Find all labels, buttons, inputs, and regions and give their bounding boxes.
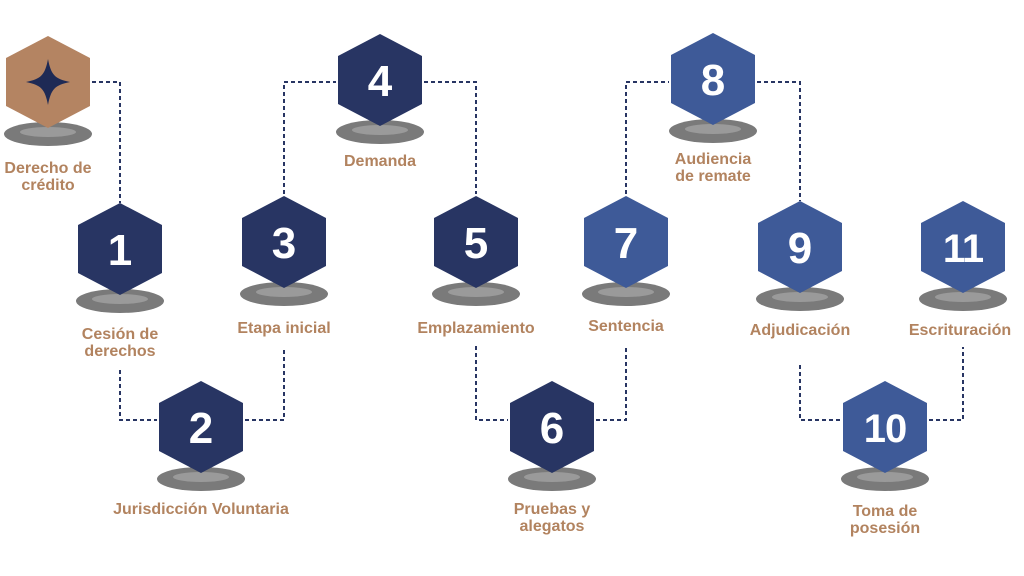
- step-7-node: 7: [582, 196, 670, 306]
- step-3-label: Etapa inicial: [237, 320, 331, 337]
- step-1-node: 1: [76, 203, 164, 313]
- step-2-label: Jurisdicción Voluntaria: [113, 501, 289, 518]
- step-number: 11: [942, 227, 984, 271]
- hexagon-shape: [78, 203, 162, 295]
- start-node: [4, 36, 92, 146]
- step-5-label: Emplazamiento: [417, 320, 535, 337]
- start-label: Derecho de crédito: [4, 160, 92, 194]
- step-4-node: 4: [336, 34, 424, 144]
- step-number: 1: [107, 226, 133, 275]
- start-hexagon: [4, 36, 92, 146]
- step-number: 5: [463, 219, 489, 268]
- connector-10-11: [929, 347, 964, 421]
- connector-4-5: [424, 81, 477, 194]
- step-7-label: Sentencia: [588, 318, 664, 335]
- hexagon-shape: [338, 34, 422, 126]
- hexagon-shape: [434, 196, 518, 288]
- step-number: 3: [271, 219, 297, 268]
- connector-6-7: [596, 346, 627, 421]
- step-5-node: 5: [432, 196, 520, 306]
- step-number: 9: [787, 224, 813, 273]
- connector-5-6: [475, 346, 508, 421]
- connector-8-9: [757, 81, 801, 201]
- step-10-label: Toma de posesión: [849, 503, 921, 537]
- hexagon-shape: [510, 381, 594, 473]
- step-9-label: Adjudicación: [749, 322, 851, 339]
- hexagon-shape: [242, 196, 326, 288]
- step-6-label: Pruebas y alegatos: [513, 501, 591, 535]
- step-9-node: 9: [756, 201, 844, 311]
- connector-1-2: [119, 370, 157, 421]
- step-2-node: 2: [157, 381, 245, 491]
- four-point-star-icon: [26, 59, 70, 105]
- hexagon-shape: [843, 381, 927, 473]
- connector-7-8: [625, 81, 669, 194]
- step-number: 7: [613, 219, 639, 268]
- step-number: 10: [863, 407, 908, 451]
- step-11-label: Escrituración: [908, 322, 1012, 339]
- step-8-node: 8: [669, 33, 757, 143]
- hexagon-shape: [758, 201, 842, 293]
- step-11-node: 11: [919, 201, 1007, 311]
- step-4-label: Demanda: [343, 153, 417, 170]
- step-3-node: 3: [240, 196, 328, 306]
- hexagon-shape: [584, 196, 668, 288]
- step-number: 4: [367, 57, 393, 106]
- step-10-node: 10: [841, 381, 929, 491]
- hexagon-shape: [159, 381, 243, 473]
- hexagon-shape: [671, 33, 755, 125]
- step-number: 6: [539, 404, 565, 453]
- connector-2-3: [245, 348, 285, 421]
- step-number: 2: [188, 404, 214, 453]
- connector-start-1: [92, 81, 121, 203]
- step-1-label: Cesión de derechos: [81, 326, 159, 360]
- step-8-label: Audiencia de remate: [674, 151, 752, 185]
- connector-9-10: [799, 365, 841, 421]
- step-number: 8: [700, 56, 726, 105]
- connector-3-4: [283, 81, 336, 194]
- hexagon-shape: [921, 201, 1005, 293]
- step-6-node: 6: [508, 381, 596, 491]
